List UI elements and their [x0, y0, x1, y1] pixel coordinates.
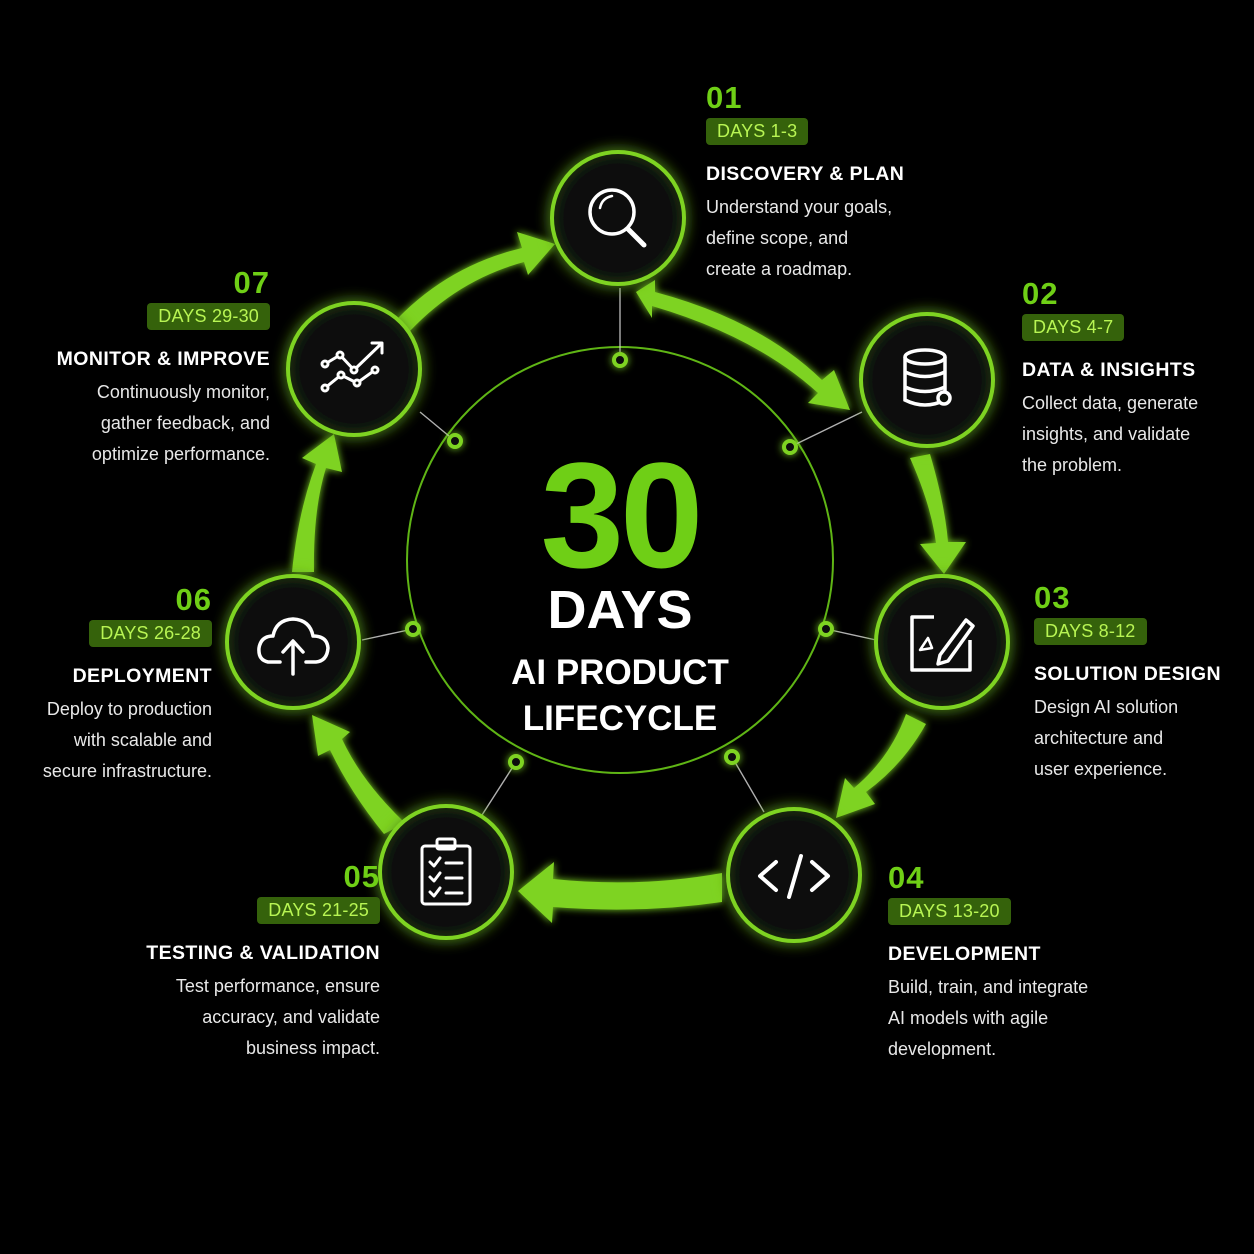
desc-line: optimize performance.: [91, 444, 270, 464]
stage-title: MONITOR & IMPROVE: [56, 348, 270, 370]
desc-line: Collect data, generate: [1022, 393, 1199, 413]
stage-node-2: [859, 312, 995, 448]
database-icon: [903, 348, 952, 407]
stage-title: SOLUTION DESIGN: [1034, 663, 1221, 685]
stage-days-badge: DAYS 13-20: [888, 898, 1011, 925]
stage-title: DATA & INSIGHTS: [1022, 359, 1196, 381]
ring-dot: [508, 754, 524, 770]
stage-block-5: 05 DAYS 21-25 TESTING & VALIDATION Test …: [146, 859, 380, 1064]
connector-lines: [361, 288, 877, 816]
desc-line: Build, train, and integrate: [888, 977, 1089, 997]
stage-description: Test performance, ensure accuracy, and v…: [146, 971, 380, 1064]
ring-dot: [447, 433, 463, 449]
desc-line: define scope, and: [706, 228, 849, 248]
stage-days-badge: DAYS 1-3: [706, 118, 809, 145]
arrow-7-to-1: [398, 232, 555, 331]
stage-block-6: 06 DAYS 26-28 DEPLOYMENT Deploy to produ…: [43, 582, 212, 787]
stage-block-7: 07 DAYS 29-30 MONITOR & IMPROVE Continuo…: [57, 265, 270, 470]
stage-title: DEPLOYMENT: [72, 665, 212, 687]
stage-node-4: [726, 807, 862, 943]
arrow-4-to-5: [518, 862, 722, 923]
stage-number: 01: [706, 80, 743, 115]
stage-block-1: 01 DAYS 1-3 DISCOVERY & PLAN Understand …: [706, 80, 904, 285]
stage-node-6: [225, 574, 361, 710]
stage-node-1: [550, 150, 686, 286]
stage-nodes: [225, 150, 1010, 943]
stage-title: DISCOVERY & PLAN: [706, 163, 905, 185]
desc-line: Design AI solution: [1034, 697, 1179, 717]
ring-dot: [724, 749, 740, 765]
stage-number: 03: [1034, 580, 1071, 615]
desc-line: user experience.: [1034, 759, 1168, 779]
stage-node-7: [286, 301, 422, 437]
ring-dot: [405, 621, 421, 637]
stage-number: 06: [175, 582, 212, 617]
desc-line: the problem.: [1022, 455, 1123, 475]
stage-days-badge: DAYS 21-25: [257, 897, 380, 924]
center-number: 30: [540, 431, 704, 599]
stage-number: 07: [233, 265, 270, 300]
stage-number: 04: [888, 860, 925, 895]
desc-line: Continuously monitor,: [96, 382, 270, 402]
center-subtitle-line2: LIFECYCLE: [522, 699, 718, 738]
stage-days-badge: DAYS 29-30: [147, 303, 270, 330]
clipboard-checklist-icon: [420, 837, 472, 906]
desc-line: gather feedback, and: [100, 413, 270, 433]
center-subtitle: AI PRODUCT LIFECYCLE: [420, 650, 820, 742]
arrow-2-to-3: [910, 454, 966, 574]
desc-line: AI models with agile: [888, 1008, 1049, 1028]
stage-description: Build, train, and integrate AI models wi…: [888, 972, 1088, 1065]
desc-line: accuracy, and validate: [202, 1007, 380, 1027]
trend-chart-icon: [320, 341, 384, 393]
stage-block-4: 04 DAYS 13-20 DEVELOPMENT Build, train, …: [888, 860, 1088, 1065]
desc-line: Understand your goals,: [706, 197, 893, 217]
cloud-upload-icon: [257, 617, 330, 676]
design-pen-icon: [910, 615, 975, 672]
stage-description: Design AI solution architecture and user…: [1034, 692, 1221, 785]
stage-number: 05: [343, 859, 380, 894]
arrow-6-to-7: [292, 434, 342, 572]
stage-block-3: 03 DAYS 8-12 SOLUTION DESIGN Design AI s…: [1034, 580, 1221, 785]
stage-number: 02: [1022, 276, 1059, 311]
desc-line: architecture and: [1034, 728, 1164, 748]
stage-description: Continuously monitor, gather feedback, a…: [57, 377, 270, 470]
code-icon: [758, 854, 830, 899]
arrow-5-to-6: [312, 715, 405, 834]
desc-line: secure infrastructure.: [42, 761, 212, 781]
desc-line: create a roadmap.: [706, 259, 853, 279]
stage-days-badge: DAYS 26-28: [89, 620, 212, 647]
desc-line: business impact.: [245, 1038, 380, 1058]
stage-description: Understand your goals, define scope, and…: [706, 192, 904, 285]
center-unit: DAYS: [547, 580, 693, 640]
cycle-arrows: [292, 232, 966, 923]
center-subtitle-line1: AI PRODUCT: [511, 653, 729, 692]
stage-description: Deploy to production with scalable and s…: [43, 694, 212, 787]
ring-dot: [612, 352, 628, 368]
ring-dots: [405, 352, 834, 770]
arrow-3-to-4: [836, 714, 926, 818]
desc-line: Test performance, ensure: [175, 976, 380, 996]
stage-days-badge: DAYS 4-7: [1022, 314, 1125, 341]
stage-description: Collect data, generate insights, and val…: [1022, 388, 1198, 481]
stage-title: DEVELOPMENT: [888, 943, 1041, 965]
desc-line: with scalable and: [73, 730, 212, 750]
desc-line: development.: [888, 1039, 997, 1059]
stage-title: TESTING & VALIDATION: [146, 942, 380, 964]
search-icon: [588, 188, 647, 248]
ring-dot: [782, 439, 798, 455]
ring-dot: [818, 621, 834, 637]
stage-node-5: [378, 804, 514, 940]
stage-block-2: 02 DAYS 4-7 DATA & INSIGHTS Collect data…: [1022, 276, 1198, 481]
arrow-1-to-2: [636, 280, 850, 410]
stage-days-badge: DAYS 8-12: [1034, 618, 1147, 645]
desc-line: Deploy to production: [46, 699, 212, 719]
desc-line: insights, and validate: [1022, 424, 1191, 444]
stage-node-3: [874, 574, 1010, 710]
